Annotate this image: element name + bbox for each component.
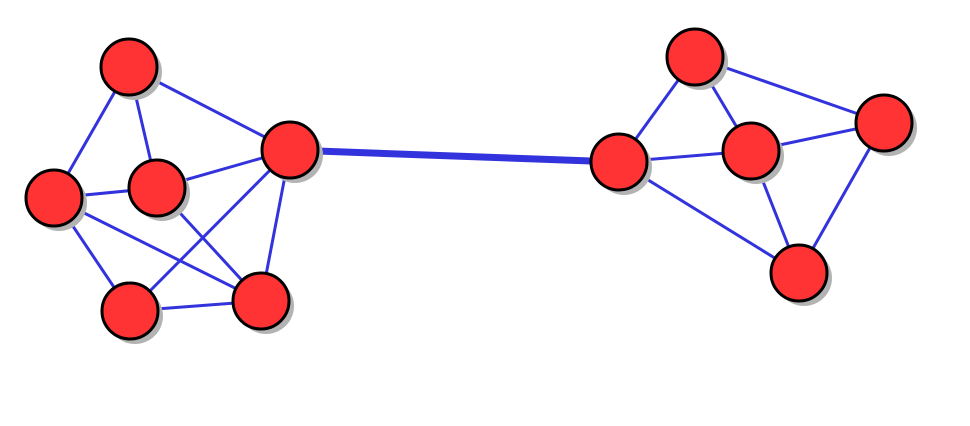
graph-node-b3 xyxy=(721,121,781,181)
graph-node-b2 xyxy=(665,27,725,87)
graph-node-b4 xyxy=(854,93,914,153)
bridge-edge-a4-b1 xyxy=(289,146,620,166)
edge-a4-a5 xyxy=(128,148,292,313)
edge-a2-a6 xyxy=(53,196,262,303)
graph-node-a4 xyxy=(260,120,320,180)
graph-node-b5 xyxy=(769,243,829,303)
graph-node-a2 xyxy=(24,168,84,228)
graph-node-b1 xyxy=(589,132,649,192)
graph-node-a5 xyxy=(100,281,160,341)
nodes-layer xyxy=(24,27,914,341)
graph-node-a3 xyxy=(127,158,187,218)
graph-node-a1 xyxy=(99,37,159,97)
edge-b1-b5 xyxy=(618,160,800,275)
graph-node-a6 xyxy=(231,271,291,331)
